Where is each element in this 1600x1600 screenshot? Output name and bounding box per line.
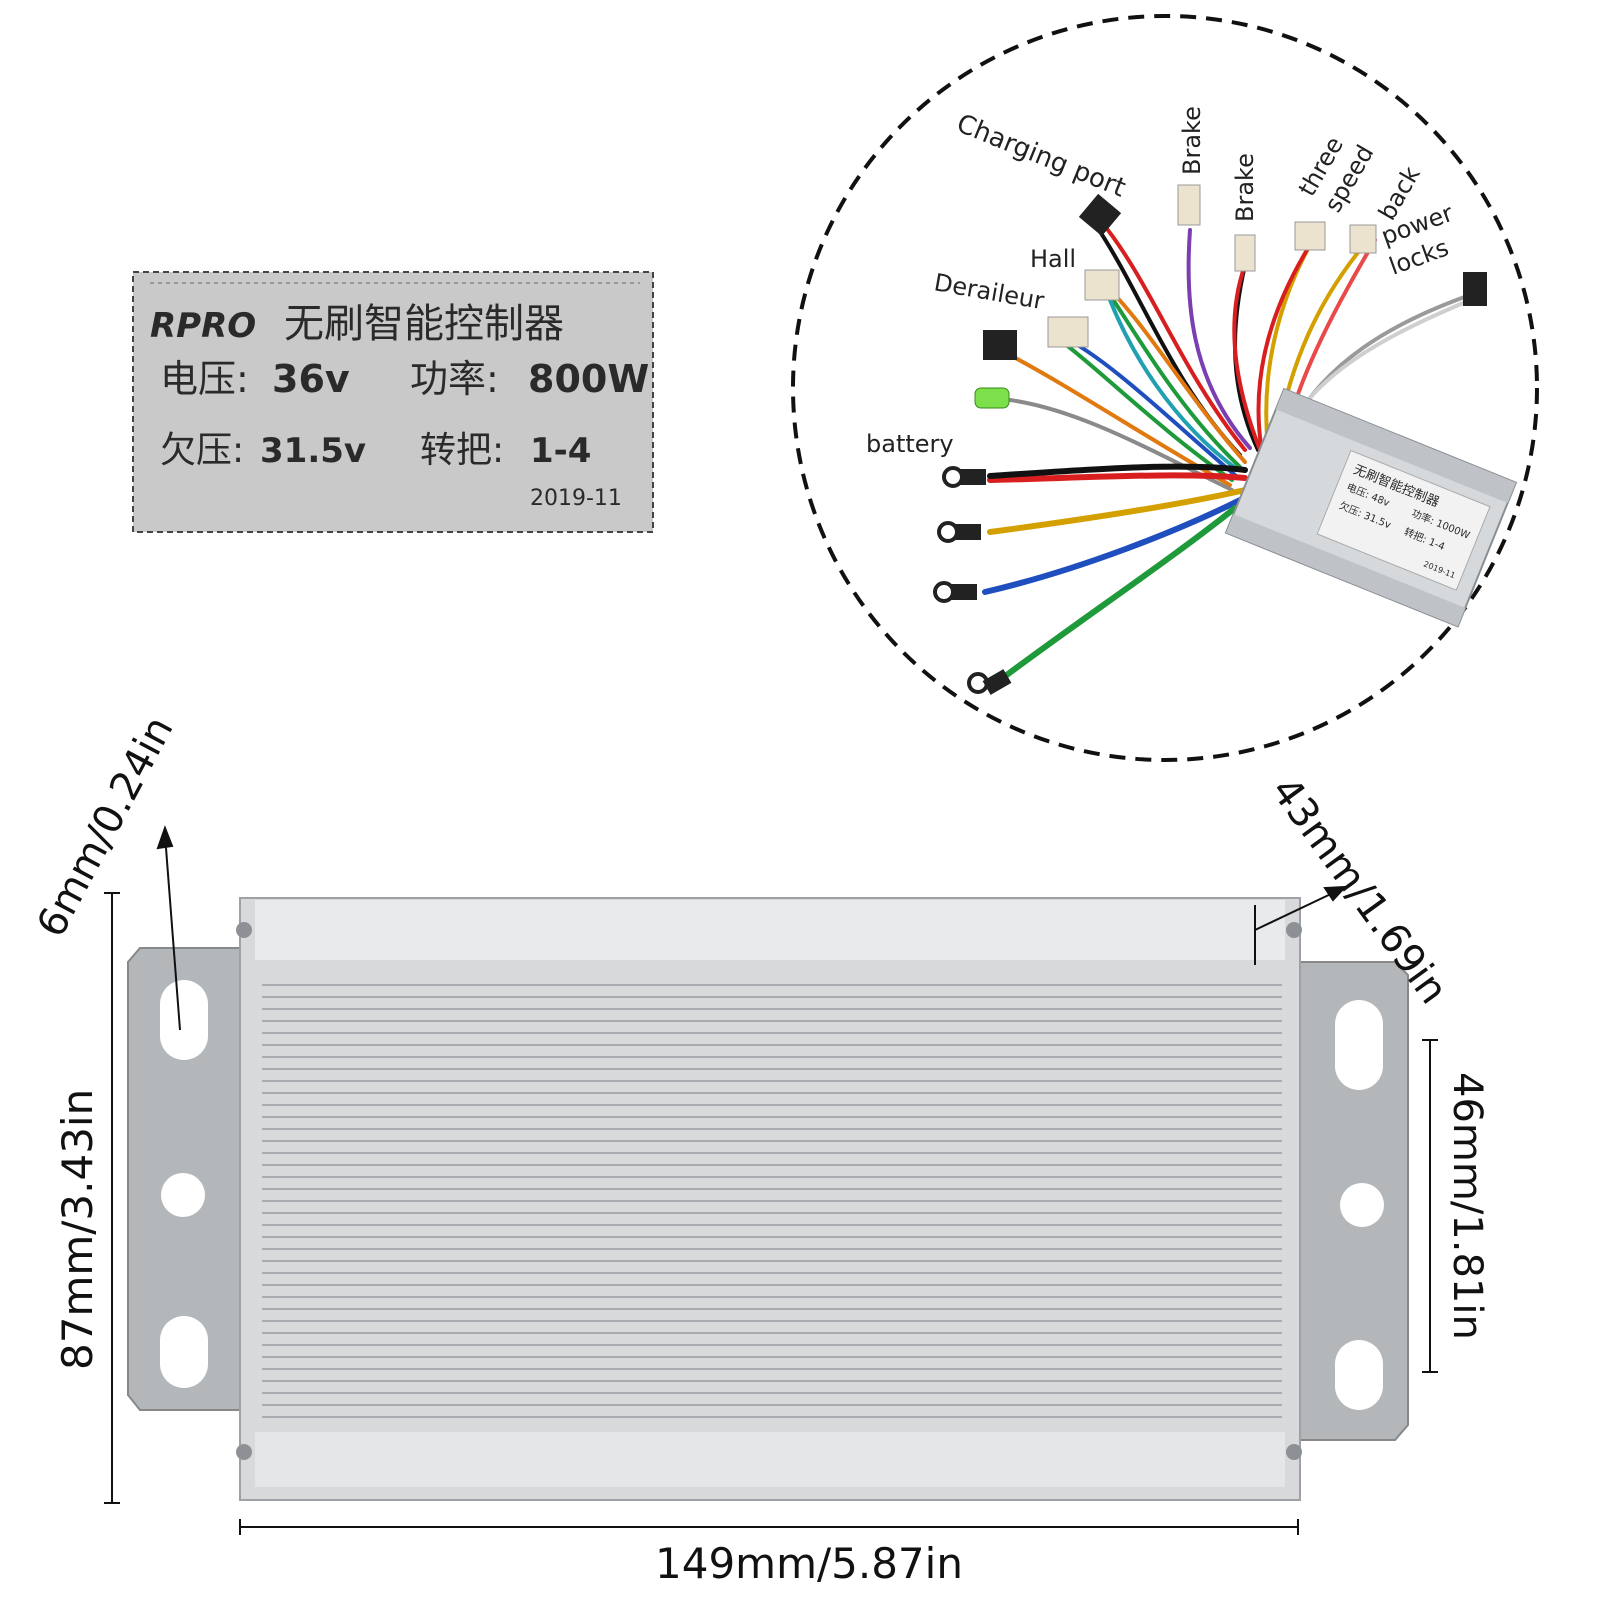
connectors: [974, 184, 1487, 409]
nameplate-throttle-value: 1-4: [530, 431, 591, 471]
nameplate-power-value: 800W: [528, 357, 649, 401]
dimension-lines: [104, 825, 1438, 1535]
dimension-flange-hole: 6mm/0.24in: [28, 709, 182, 945]
nameplate-voltage-label: 电压:: [160, 357, 249, 401]
label-brake-2: Brake: [1231, 153, 1259, 222]
flange-hole-middle-left: [161, 1173, 205, 1217]
label-derailleur: Deraileur: [932, 268, 1046, 315]
label-hall: Hall: [1030, 245, 1076, 273]
flange-slot-top-right: [1335, 1000, 1383, 1090]
nameplate-date: 2019-11: [530, 486, 622, 511]
nameplate-title: 无刷智能控制器: [284, 301, 564, 347]
nameplate: RPRO 无刷智能控制器 电压: 36v 功率: 800W 欠压: 31.5v …: [132, 271, 654, 533]
nameplate-undervoltage-value: 31.5v: [260, 431, 366, 471]
flange-hole-middle-right: [1340, 1183, 1384, 1227]
controller-large: [127, 897, 1409, 1501]
nameplate-undervoltage-label: 欠压:: [160, 430, 244, 471]
label-charging-port: Charging port: [952, 109, 1129, 204]
nameplate-throttle-label: 转把:: [420, 430, 504, 471]
nameplate-voltage-value: 36v: [272, 357, 350, 401]
label-battery: battery: [866, 430, 954, 458]
flange-slot-bottom-right: [1335, 1340, 1383, 1410]
dimension-hole-spacing: 46mm/1.81in: [1444, 1072, 1490, 1340]
dimension-height: 87mm/3.43in: [53, 1089, 102, 1370]
controller-unit-small: 无刷智能控制器 电压: 48v 功率: 1000W 欠压: 31.5v 转把: …: [1224, 387, 1518, 628]
flange-slot-bottom-left: [160, 1316, 208, 1388]
ring-terminals: [933, 466, 1012, 695]
label-brake-1: Brake: [1178, 106, 1206, 175]
dimension-length: 149mm/5.87in: [655, 1539, 963, 1588]
flange-slot-top-left: [160, 980, 208, 1060]
wiring-diagram: 无刷智能控制器 电压: 48v 功率: 1000W 欠压: 31.5v 转把: …: [791, 14, 1539, 762]
nameplate-brand: RPRO: [150, 306, 256, 346]
heatsink-fins: [262, 984, 1282, 1418]
nameplate-power-label: 功率:: [410, 357, 499, 401]
